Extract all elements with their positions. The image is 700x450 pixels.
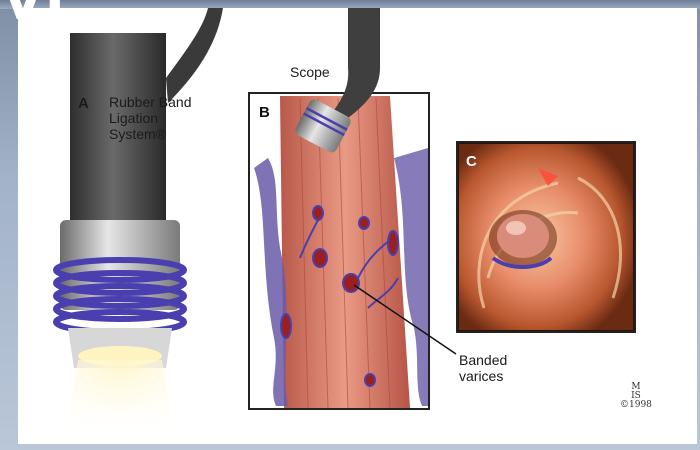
banded-varices-label: Banded varices [459, 352, 507, 384]
banding-device-illustration [56, 8, 223, 444]
panel-c-label: C [466, 153, 477, 170]
rubber-band-ligation-system-label: Rubber Band Ligation System® [109, 94, 239, 142]
endoscopic-view-photo [457, 142, 635, 332]
system-label-line-1: Rubber Band [109, 94, 239, 110]
illustrator-signature: M IS ©1998 [620, 383, 652, 410]
scope-label: Scope [290, 64, 330, 80]
esophagus-illustration [249, 8, 456, 409]
banded-label-line-1: Banded [459, 352, 507, 368]
signature-line-3: ©1998 [620, 401, 652, 410]
illustration-panel: A B C Scope Rubber Band Ligation System®… [18, 8, 697, 444]
system-label-line-2: Ligation [109, 110, 239, 126]
panel-b-label: B [259, 104, 270, 121]
system-label-line-3: System® [109, 126, 239, 142]
illustration-canvas [18, 8, 697, 444]
banded-label-line-2: varices [459, 368, 507, 384]
panel-a-label: A [78, 95, 89, 112]
